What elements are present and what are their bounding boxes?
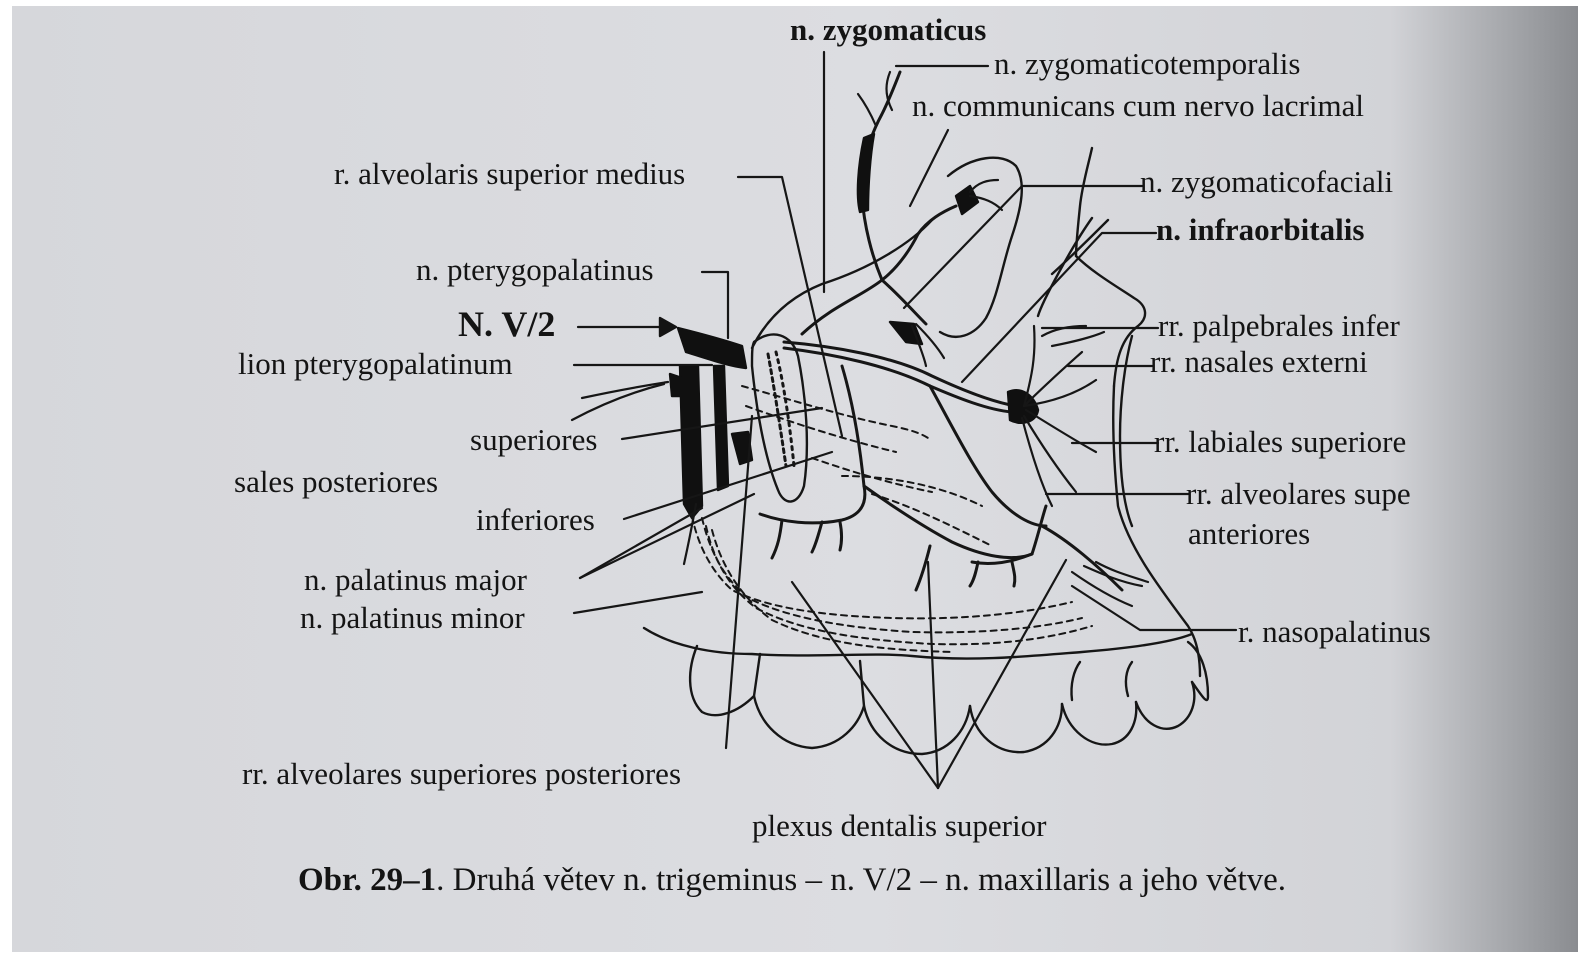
label-palatinus-major: n. palatinus major	[304, 564, 527, 595]
label-zygomaticofaciali: n. zygomaticofaciali	[1140, 166, 1393, 197]
label-pterygopalatinus: n. pterygopalatinus	[416, 254, 654, 285]
label-nv2: N. V/2	[458, 306, 555, 342]
label-communicans: n. communicans cum nervo lacrimal	[912, 90, 1364, 121]
label-alveolares-anteriores-line2: anteriores	[1188, 518, 1310, 549]
label-zygomaticus: n. zygomaticus	[790, 14, 986, 45]
label-alveolares-posteriores: rr. alveolares superiores posteriores	[242, 758, 681, 789]
label-plexus-dentalis: plexus dentalis superior	[752, 810, 1046, 841]
label-palpebrales: rr. palpebrales infer	[1158, 310, 1400, 341]
label-alveolares-anteriores-line1: rr. alveolares supe	[1186, 478, 1411, 509]
label-labiales: rr. labiales superiore	[1154, 426, 1406, 457]
arrow-head	[660, 318, 676, 336]
label-nasales-externi: rr. nasales externi	[1150, 346, 1368, 377]
label-ganglion: lion pterygopalatinum	[238, 348, 513, 379]
label-inferiores: inferiores	[476, 504, 595, 535]
caption-text: . Druhá větev n. trigeminus – n. V/2 – n…	[436, 862, 1286, 898]
nerve-masses	[670, 134, 1038, 518]
label-alveolaris-medius: r. alveolaris superior medius	[334, 158, 685, 189]
infraorbital-rami	[572, 72, 1148, 606]
label-zygomaticotemporalis: n. zygomaticotemporalis	[994, 48, 1300, 79]
label-infraorbitalis: n. infraorbitalis	[1156, 214, 1364, 245]
caption-number: Obr. 29–1	[298, 862, 436, 898]
maxillary-nerve-branches	[760, 72, 1122, 590]
label-nasales-posteriores: sales posteriores	[234, 466, 438, 497]
label-palatinus-minor: n. palatinus minor	[300, 602, 525, 633]
label-nasopalatinus: r. nasopalatinus	[1238, 616, 1431, 647]
label-superiores: superiores	[470, 424, 597, 455]
figure-page: n. zygomaticus n. zygomaticotemporalis n…	[12, 6, 1578, 952]
figure-caption: Obr. 29–1. Druhá větev n. trigeminus – n…	[298, 864, 1286, 897]
